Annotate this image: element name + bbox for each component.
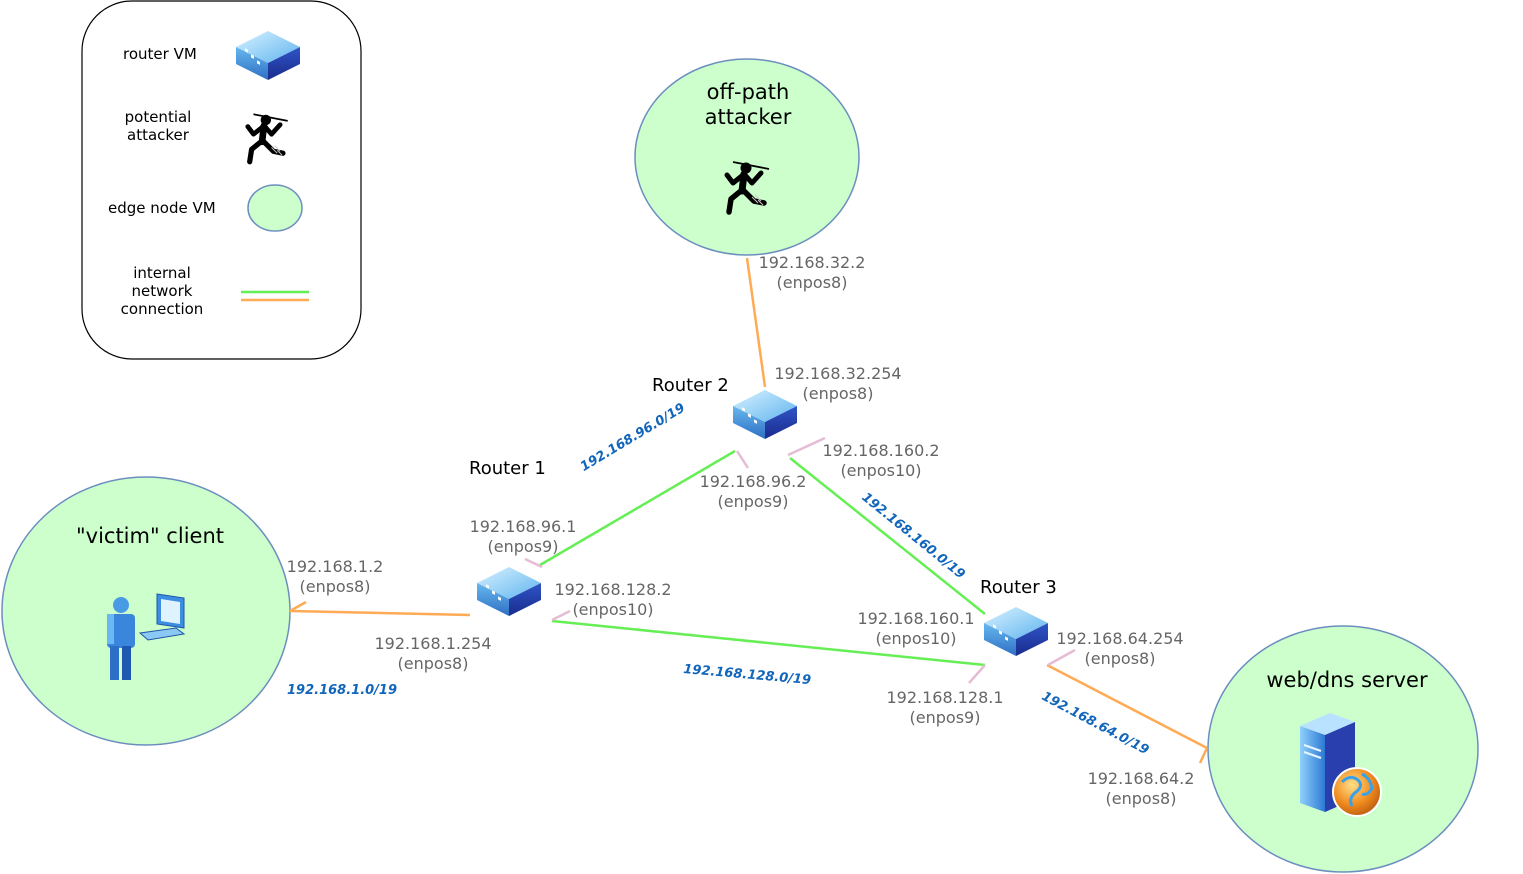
r3-enpos9-ip: 192.168.128.1 — [886, 688, 1004, 707]
legend-box — [81, 0, 362, 360]
r1-enpos8-label: 192.168.1.254 (enpos8) — [366, 634, 500, 674]
r3-enpos8-ip: 192.168.64.254 — [1056, 629, 1184, 648]
link-attacker-r2 — [745, 257, 767, 388]
victim-node-label: "victim" client — [75, 524, 224, 548]
router-3-label: Router 3 — [980, 577, 1057, 598]
attacker-node-label: off-path attacker — [688, 80, 808, 130]
r1-enpos9-ip: 192.168.96.1 — [469, 517, 577, 536]
r3-enpos9-dev: (enpos9) — [909, 708, 981, 727]
r3-enpos10-ip: 192.168.160.1 — [857, 609, 975, 628]
server-node-label: web/dns server — [1266, 668, 1428, 692]
victim-interface-label: 192.168.1.2 (enpos8) — [280, 557, 390, 597]
r1-enpos9-dev: (enpos9) — [487, 537, 559, 556]
legend-link-label-line1: internal — [133, 264, 191, 282]
r3-enpos9-label: 192.168.128.1 (enpos9) — [878, 688, 1012, 728]
legend-link-label-line2: network — [131, 282, 193, 300]
victim-client-node — [1, 476, 291, 746]
victim-interface-dev: (enpos8) — [299, 577, 371, 596]
legend-router-label: router VM — [123, 45, 197, 63]
router-1-label: Router 1 — [469, 458, 546, 479]
r1-enpos10-ip: 192.168.128.2 — [554, 580, 672, 599]
interface-stubs — [524, 436, 1076, 684]
legend-attacker-label-line1: potential — [124, 108, 192, 126]
link-victim-stub — [289, 600, 307, 613]
r1-enpos10-dev: (enpos10) — [572, 600, 654, 619]
r2-enpos10-dev: (enpos10) — [840, 461, 922, 480]
router-2-label: Router 2 — [652, 375, 729, 396]
r2-enpos9-label: 192.168.96.2 (enpos9) — [690, 472, 816, 512]
r1-enpos8-ip: 192.168.1.254 — [374, 634, 492, 653]
legend-edge-label: edge node VM — [108, 199, 216, 217]
router-3-icon — [984, 607, 1048, 656]
r2-enpos10-label: 192.168.160.2 (enpos10) — [814, 441, 948, 481]
attacker-node — [634, 58, 860, 256]
server-interface-dev: (enpos8) — [1105, 789, 1177, 808]
legend-attacker-label: potential attacker — [118, 108, 198, 144]
link-r3-server — [1046, 663, 1208, 750]
legend-edge-node-icon — [247, 184, 303, 232]
r3-enpos8-dev: (enpos8) — [1084, 649, 1156, 668]
victim-interface-ip: 192.168.1.2 — [286, 557, 384, 576]
r2-enpos10-ip: 192.168.160.2 — [822, 441, 940, 460]
r2-enpos8-label: 192.168.32.254 (enpos8) — [768, 364, 908, 404]
subnet-victim-label: 192.168.1.0/19 — [287, 683, 398, 698]
web-server-icon — [1300, 713, 1382, 817]
attacker-interface-dev: (enpos8) — [776, 273, 848, 292]
legend-attacker-label-line2: attacker — [127, 126, 189, 144]
r3-enpos10-label: 192.168.160.1 (enpos10) — [849, 609, 983, 649]
r1-enpos10-label: 192.168.128.2 (enpos10) — [546, 580, 680, 620]
link-victim-r1 — [289, 609, 471, 617]
r3-enpos8-label: 192.168.64.254 (enpos8) — [1052, 629, 1188, 669]
r1-enpos8-dev: (enpos8) — [397, 654, 469, 673]
server-interface-label: 192.168.64.2 (enpos8) — [1078, 769, 1204, 809]
r2-enpos9-dev: (enpos9) — [717, 492, 789, 511]
r2-enpos9-ip: 192.168.96.2 — [699, 472, 807, 491]
link-r1-r2 — [539, 449, 736, 567]
link-server-stub — [1198, 747, 1209, 764]
server-interface-ip: 192.168.64.2 — [1087, 769, 1195, 788]
r3-enpos10-dev: (enpos10) — [875, 629, 957, 648]
legend-link-label: internal network connection — [112, 264, 212, 318]
link-r2-r3 — [789, 457, 986, 615]
legend-link-label-line3: connection — [120, 300, 204, 318]
r2-enpos8-ip: 192.168.32.254 — [774, 364, 902, 383]
attacker-node-label-line1: off-path — [706, 80, 790, 104]
router-1-icon — [477, 567, 541, 616]
attacker-interface-ip: 192.168.32.2 — [758, 253, 866, 272]
r2-enpos8-dev: (enpos8) — [802, 384, 874, 403]
r1-enpos9-label: 192.168.96.1 (enpos9) — [462, 517, 584, 557]
attacker-interface-label: 192.168.32.2 (enpos8) — [752, 253, 872, 293]
link-r1-r3 — [551, 619, 986, 667]
attacker-node-label-line2: attacker — [704, 104, 792, 129]
client-workstation-icon — [107, 593, 186, 680]
